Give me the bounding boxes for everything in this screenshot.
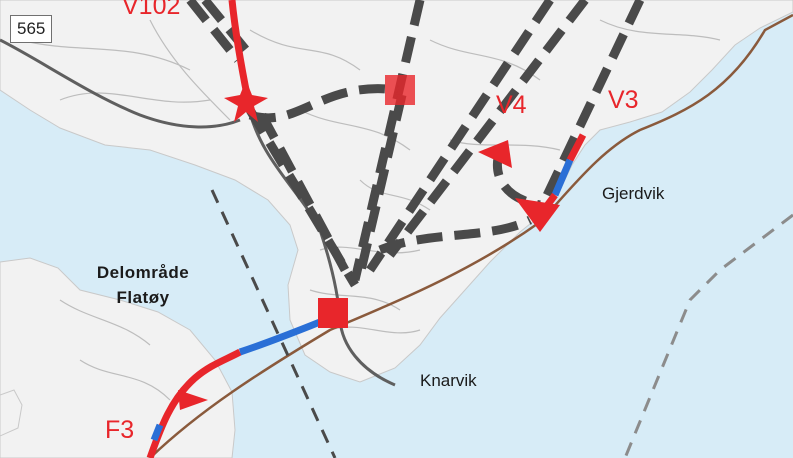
islet [0,389,23,437]
interchange-triangle-gjerdvik [515,198,560,232]
boundary-dashed-line [210,189,337,458]
route-label-f3: F3 [105,416,135,444]
route-label-v3: V3 [608,86,639,114]
interchange-square-knarvik [318,298,348,328]
route-v3-blue [551,158,574,197]
main-road-south [246,104,396,387]
boundary-dashed-line-east [623,213,793,458]
area-label-line2: Flatøy [116,288,170,307]
area-label-line1: Delområde [96,263,190,282]
route-label-v102: V102 [122,0,181,20]
direction-arrow-f3 [178,390,208,410]
area-label-delomrade-flatoy: Delområde Flatøy [78,260,208,310]
flatoy-island [0,257,236,458]
place-label-knarvik: Knarvik [420,371,477,390]
page-number-box: 565 [10,15,53,43]
route-f3-line-blue [238,318,322,356]
route-label-v4: V4 [496,91,527,119]
brown-road [149,13,793,458]
place-label-gjerdvik: Gjerdvik [602,184,665,203]
route-v3-red [566,133,587,162]
main-road [0,38,241,129]
route-f3-blue-segment-south [150,423,164,442]
alternative-corridors [186,0,645,288]
interchange-square-north [385,75,415,105]
mainland-landmass [0,0,793,383]
direction-arrow-v4 [478,140,512,168]
interchange-star-v102 [224,80,268,122]
